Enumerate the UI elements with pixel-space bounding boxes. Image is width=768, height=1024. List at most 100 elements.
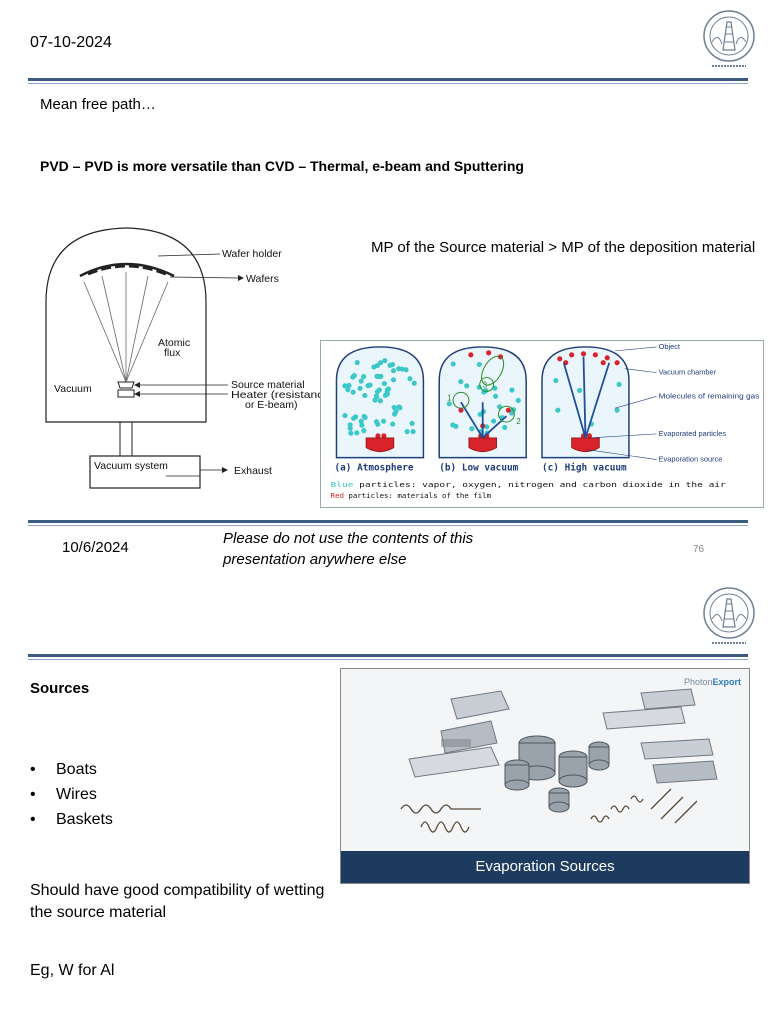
particle <box>373 393 379 399</box>
pvd-chamber-diagram: Wafer holder Wafers Atomic flux Vacuum S… <box>45 227 330 489</box>
legend-blue: Blue particles: vapor, oxygen, nitrogen … <box>331 480 727 489</box>
particle <box>555 407 561 413</box>
particle <box>486 350 492 356</box>
particle <box>600 360 606 366</box>
particle <box>359 422 365 428</box>
particle <box>468 352 474 358</box>
marker-2: 2 <box>516 417 520 426</box>
particle <box>453 423 459 429</box>
particle <box>381 418 387 424</box>
particle <box>476 361 482 367</box>
particle <box>376 373 382 380</box>
particle <box>372 397 378 403</box>
vacuum-comparison-diagram: 1 2 3 Object Vacuum chamber Molecules of… <box>320 340 764 508</box>
particle <box>365 383 371 389</box>
particle <box>381 381 387 387</box>
particle <box>509 387 515 393</box>
particle <box>404 428 410 435</box>
particle <box>348 430 354 436</box>
slide-heading: PVD – PVD is more versatile than CVD – T… <box>40 158 524 174</box>
marker-3: 3 <box>483 380 488 389</box>
panel-high-vacuum: (c) High vacuum <box>542 462 627 473</box>
particle <box>371 364 377 370</box>
particle <box>604 355 610 361</box>
slide-76: 07-10-2024 Mean free path… PVD – PVD is … <box>28 10 764 568</box>
particle <box>411 380 417 386</box>
slide-subtitle: Mean free path… <box>40 96 156 113</box>
particle <box>376 387 382 393</box>
particle <box>384 391 390 397</box>
particle <box>616 381 622 388</box>
list-item: •Baskets <box>30 811 113 828</box>
particle <box>403 367 409 373</box>
slide-date: 07-10-2024 <box>30 34 112 51</box>
particle <box>354 359 360 366</box>
particle <box>393 408 399 414</box>
particle <box>387 362 393 368</box>
compatibility-note: Should have good compatibility of wettin… <box>30 882 325 921</box>
particle <box>484 424 490 430</box>
label-heater-type: or E-beam) <box>245 399 298 411</box>
label-heater: Heater (resistance <box>231 389 330 401</box>
particle <box>381 433 387 439</box>
particle <box>377 360 384 366</box>
particle <box>458 407 464 413</box>
particle <box>407 376 413 382</box>
particle <box>375 421 381 427</box>
particle <box>354 430 360 436</box>
label-source-material: Source material <box>231 379 305 391</box>
header-rule <box>28 78 748 84</box>
particle <box>350 389 356 395</box>
label-wafers: Wafers <box>246 273 279 285</box>
footer-rule <box>28 520 748 526</box>
slide-77: Sources •Boats •Wires •Baskets Should ha… <box>0 580 768 1024</box>
particle <box>614 360 620 366</box>
particle <box>342 383 348 389</box>
particle <box>399 366 405 372</box>
particle <box>614 407 620 413</box>
particle <box>351 373 357 379</box>
trajectory-arrow <box>562 362 587 439</box>
melting-point-note: MP of the Source material > MP of the de… <box>371 239 756 256</box>
brand-logo: PhotonExport <box>683 677 741 687</box>
particle <box>357 385 363 391</box>
trajectory-arrow <box>482 415 508 439</box>
label-wafer-holder: Wafer holder <box>222 248 282 260</box>
particle <box>464 383 470 389</box>
particle <box>361 374 367 380</box>
particle <box>375 433 381 439</box>
particle <box>361 413 367 419</box>
example-note: Eg, W for Al <box>30 962 115 979</box>
callout-evaporation-source: Evaporation source <box>659 455 723 464</box>
particle <box>491 418 497 424</box>
sources-list: •Boats •Wires •Baskets <box>30 757 113 832</box>
particle <box>592 352 598 358</box>
particle <box>346 382 352 389</box>
header-rule <box>28 654 748 660</box>
callout-vacuum-chamber: Vacuum chamber <box>659 368 717 377</box>
particle <box>446 401 452 407</box>
label-vacuum-system: Vacuum system <box>94 460 168 472</box>
institute-logo-icon <box>703 587 755 644</box>
footer-disclaimer: Please do not use the contents of this p… <box>223 530 474 568</box>
legend-red: Red particles: materials of the film <box>331 491 492 500</box>
list-item: •Boats <box>30 761 97 778</box>
particle <box>492 393 499 399</box>
particle <box>502 424 508 431</box>
label-vacuum: Vacuum <box>54 383 92 395</box>
list-item: •Wires <box>30 786 97 803</box>
particle <box>409 420 415 426</box>
label-exhaust: Exhaust <box>234 465 272 477</box>
particle <box>410 429 416 435</box>
trajectory-arrow <box>582 356 587 438</box>
particle <box>469 426 475 432</box>
particle <box>586 433 592 439</box>
particle <box>515 397 521 404</box>
label-flux: flux <box>164 347 181 359</box>
marker-1: 1 <box>447 393 451 402</box>
label-atomic: Atomic <box>158 337 190 349</box>
particle <box>361 428 367 434</box>
particle <box>450 361 456 367</box>
sources-illustration <box>400 688 718 833</box>
callout-evaporated-particles: Evaporated particles <box>659 429 727 438</box>
